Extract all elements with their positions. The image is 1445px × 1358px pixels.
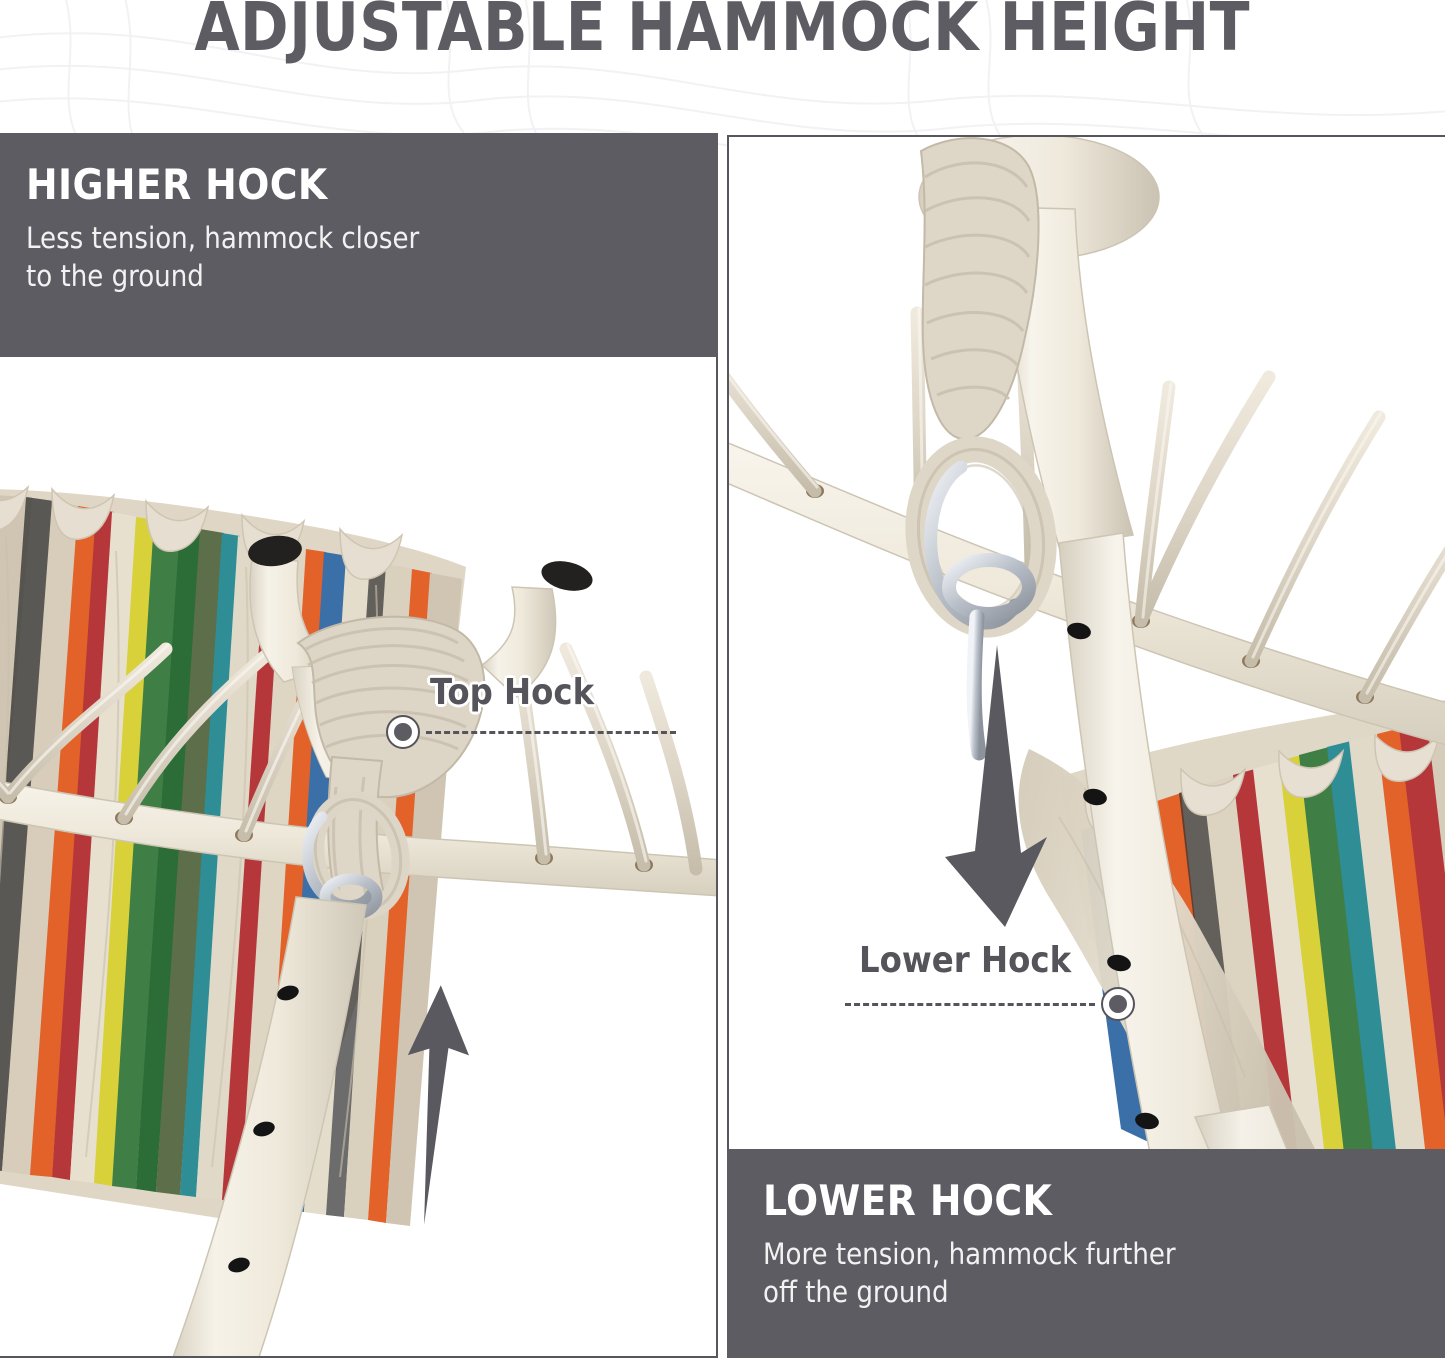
callout-label-lower-hock: Lower Hock bbox=[859, 940, 1072, 981]
callout-label-top-hock: Top Hock bbox=[430, 672, 595, 713]
page-title: ADJUSTABLE HAMMOCK HEIGHT bbox=[194, 0, 1251, 66]
caption-body-line-1: More tension, hammock further bbox=[763, 1237, 1176, 1272]
caption-body-higher-hock: Less tension, hammock closer to the grou… bbox=[26, 219, 586, 296]
caption-body-line-2: to the ground bbox=[26, 259, 204, 294]
callout-leader-top-hock bbox=[386, 715, 676, 749]
callout-dot-icon bbox=[386, 715, 420, 749]
adjustment-holes bbox=[228, 985, 299, 1273]
stand-leg-left bbox=[172, 896, 367, 1356]
callout-top-hock: Top Hock bbox=[386, 672, 676, 749]
arrow-up-left bbox=[407, 985, 469, 1225]
caption-title-higher-hock: HIGHER HOCK bbox=[26, 160, 328, 209]
callout-dashed-line bbox=[426, 730, 676, 734]
arrow-down-right bbox=[945, 645, 1047, 927]
callout-dot-icon bbox=[1101, 987, 1135, 1021]
caption-title-lower-hock: LOWER HOCK bbox=[763, 1176, 1053, 1225]
callout-dashed-line bbox=[845, 1002, 1095, 1006]
pole-end-cap bbox=[248, 535, 302, 567]
caption-body-line-2: off the ground bbox=[763, 1275, 949, 1310]
caption-lower-hock: LOWER HOCK More tension, hammock further… bbox=[727, 1149, 1445, 1358]
caption-higher-hock: HIGHER HOCK Less tension, hammock closer… bbox=[0, 133, 718, 357]
caption-body-lower-hock: More tension, hammock further off the gr… bbox=[763, 1235, 1323, 1312]
metal-ring bbox=[942, 553, 1036, 621]
callout-lower-hock: Lower Hock bbox=[845, 940, 1135, 1021]
pole-end-cap bbox=[541, 561, 593, 591]
carabiner-hook-right bbox=[924, 460, 1036, 761]
callout-leader-lower-hock bbox=[845, 987, 1135, 1021]
header: ADJUSTABLE HAMMOCK HEIGHT bbox=[0, 0, 1445, 135]
caption-body-line-1: Less tension, hammock closer bbox=[26, 221, 420, 256]
